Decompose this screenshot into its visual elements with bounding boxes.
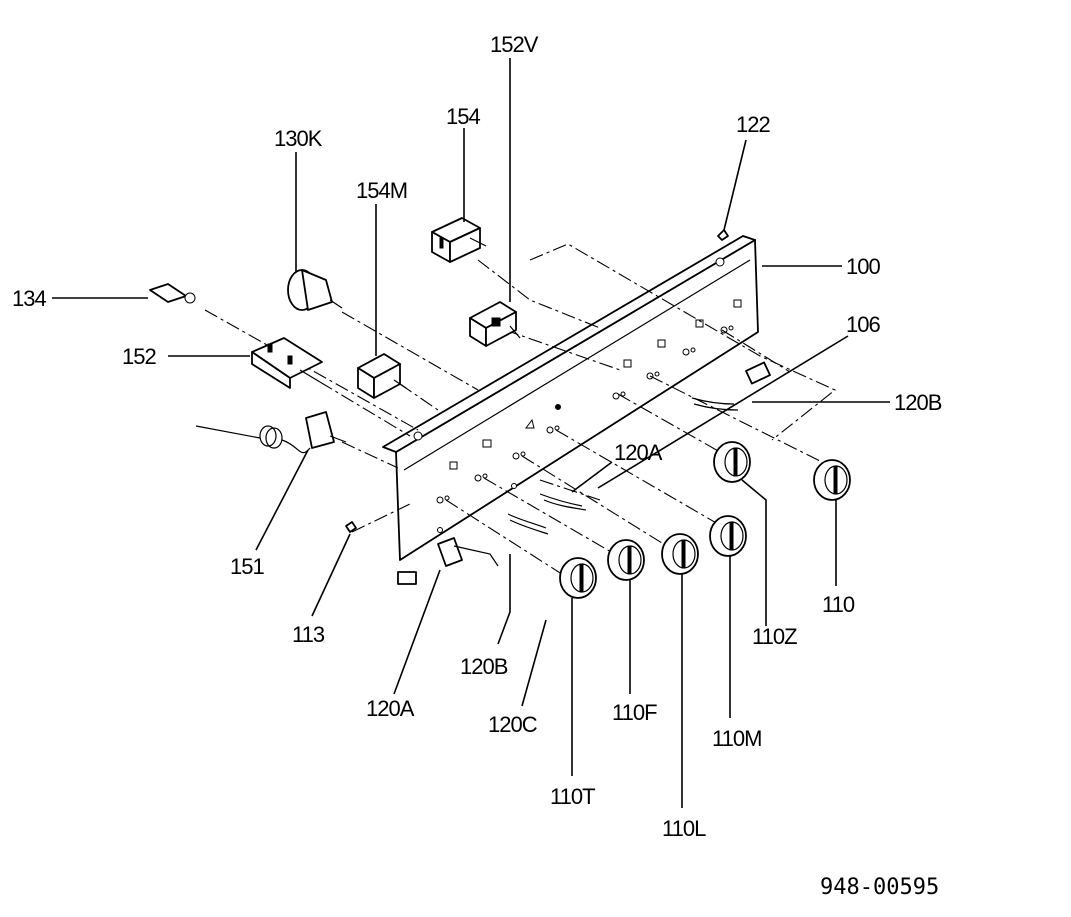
label-100: 100	[846, 254, 880, 279]
label-120B-right: 120B	[894, 390, 942, 415]
knob-110Z	[713, 441, 751, 483]
label-120C: 120C	[488, 712, 538, 737]
switch-154M	[357, 353, 407, 399]
leader-lines	[52, 58, 890, 808]
panel-holes	[436, 299, 742, 533]
switch-154	[431, 217, 487, 263]
knob-110	[813, 459, 851, 501]
catalog-number: 948-00595	[820, 875, 939, 900]
bracket-106	[745, 361, 771, 385]
label-110M: 110M	[712, 726, 761, 751]
label-110: 110	[822, 592, 855, 617]
label-120A-bottom: 120A	[366, 696, 415, 721]
label-110F: 110F	[612, 700, 657, 725]
label-110Z: 110Z	[752, 624, 797, 649]
knob-110L	[661, 533, 699, 575]
rotary-selector-152	[251, 337, 323, 389]
label-152V: 152V	[490, 32, 539, 57]
selector-152V	[469, 301, 521, 347]
thermostat-151	[195, 411, 347, 454]
bottom-clip	[397, 571, 417, 585]
label-154: 154	[446, 104, 480, 129]
label-130K: 130K	[274, 126, 323, 151]
label-134: 134	[12, 286, 46, 311]
part-labels: 152V 154 130K 154M 122 100 134 106 152 1…	[12, 32, 943, 841]
label-113: 113	[292, 622, 325, 647]
micro-switch-120A	[437, 537, 499, 567]
knob-110M	[709, 515, 747, 557]
wire-harnesses	[507, 397, 739, 535]
label-110L: 110L	[662, 816, 706, 841]
screw-122	[717, 229, 729, 241]
alignment-lines	[204, 243, 837, 579]
thermostat-134	[149, 283, 196, 304]
label-110T: 110T	[550, 784, 595, 809]
label-122: 122	[736, 112, 770, 137]
label-120B-bottom: 120B	[460, 654, 508, 679]
timer-motor-130K	[287, 269, 343, 311]
label-106: 106	[846, 312, 880, 337]
knob-110F	[607, 539, 645, 581]
label-151: 151	[230, 554, 264, 579]
label-152: 152	[122, 344, 156, 369]
label-120A-middle: 120A	[614, 440, 663, 465]
knob-110T	[559, 557, 597, 599]
label-154M: 154M	[356, 178, 407, 203]
screw-113	[345, 521, 357, 533]
